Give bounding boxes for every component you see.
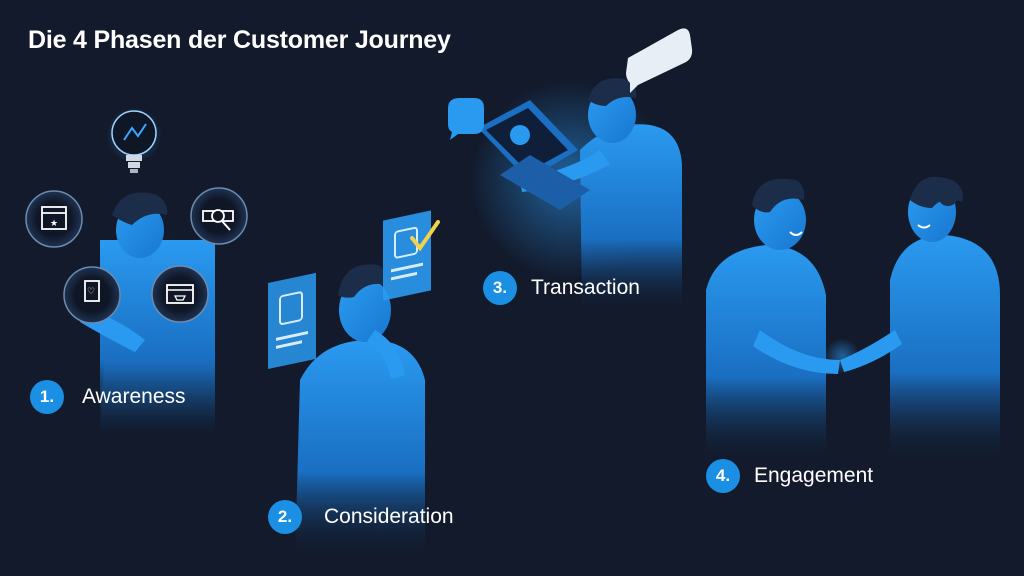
phase-label: Transaction xyxy=(531,276,640,299)
product-card-checked-icon xyxy=(383,210,431,301)
phase-label: Awareness xyxy=(82,385,186,408)
engagement-figure-right xyxy=(840,176,1000,465)
calendar-bubble-icon: ★ xyxy=(25,190,83,248)
svg-text:★: ★ xyxy=(50,219,58,229)
checkmark-icon xyxy=(410,220,440,252)
handshake-glow xyxy=(824,338,860,374)
page-title: Die 4 Phasen der Customer Journey xyxy=(28,26,451,54)
product-card-icon xyxy=(268,272,316,370)
engagement-figure-left xyxy=(706,178,840,465)
search-bubble-icon xyxy=(190,187,248,245)
svg-text:♡: ♡ xyxy=(87,287,95,297)
phase-consideration: 2. Consideration xyxy=(268,500,454,534)
phase-engagement: 4. Engagement xyxy=(706,459,873,493)
light-bulb-icon xyxy=(106,107,162,173)
mobile-bubble-icon: ♡ xyxy=(63,266,121,324)
shopping-bubble-icon xyxy=(151,265,209,323)
phase-number-badge: 2. xyxy=(268,500,302,534)
phase-number-badge: 1. xyxy=(30,380,64,414)
phase-number-badge: 4. xyxy=(706,459,740,493)
transaction-figure xyxy=(470,78,682,316)
consideration-figure xyxy=(295,264,425,560)
chat-bubble-icon xyxy=(448,98,484,140)
phase-transaction: 3. Transaction xyxy=(483,271,640,305)
phase-awareness: 1. Awareness xyxy=(30,380,186,414)
speech-bubble-icon xyxy=(626,28,693,93)
phase-number-badge: 3. xyxy=(483,271,517,305)
phase-label: Engagement xyxy=(754,464,874,487)
phase-label: Consideration xyxy=(324,505,454,528)
laptop-icon xyxy=(478,100,590,210)
